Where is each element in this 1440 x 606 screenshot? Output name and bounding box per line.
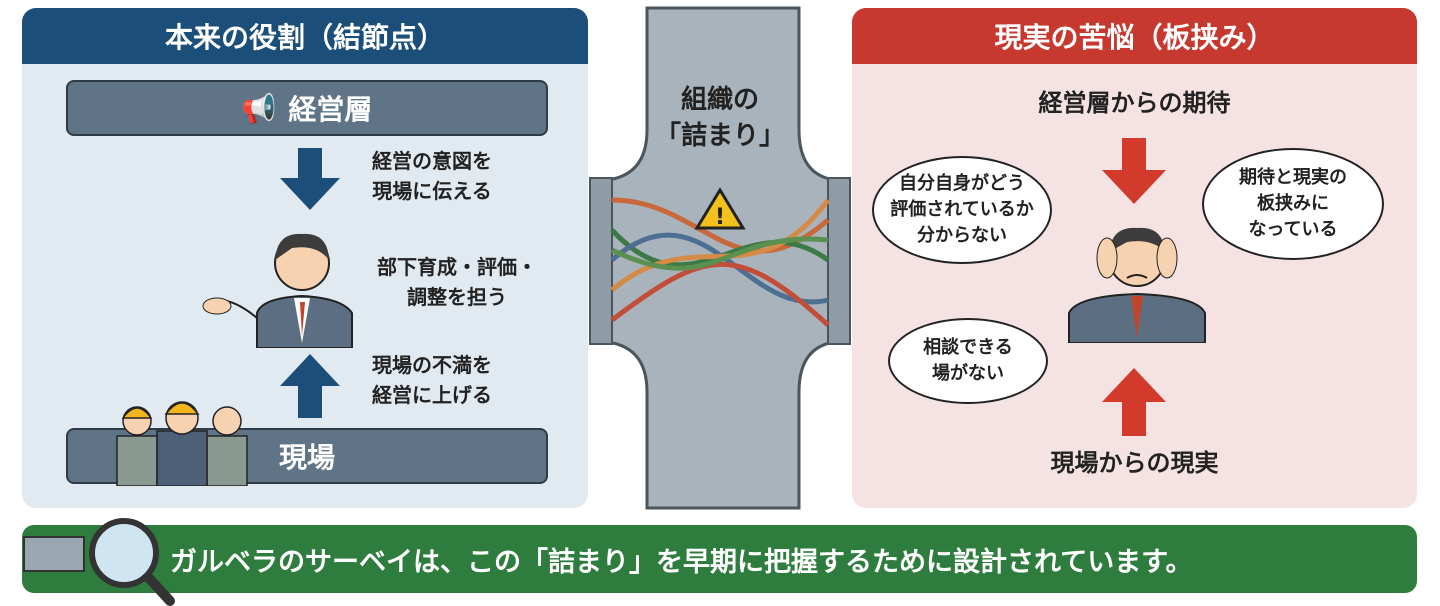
panel-title: 現実の苦悩（板挟み） (852, 8, 1417, 64)
text-line: 板挟みに (1257, 193, 1329, 214)
text-line: 経営の意図を (372, 149, 492, 173)
clog-title-line: 「詰まり」 (655, 121, 786, 151)
text-line: 相談できる (923, 337, 1013, 358)
reality-panel: 現実の苦悩（板挟み） 経営層からの期待 自分自身がどう評価されているか分からない… (852, 8, 1417, 508)
thought-cloud: 相談できる場がない (888, 318, 1048, 404)
megaphone-icon: 📢 (241, 91, 277, 125)
expectation-label: 経営層からの期待 (1038, 89, 1231, 117)
panel-title: 本来の役割（結節点） (22, 8, 588, 64)
magnifier-icon (23, 518, 175, 606)
clog-title-line: 組織の (680, 85, 759, 115)
text-line: なっている (1248, 219, 1338, 240)
up-text: 現場の不満を経営に上げる (352, 350, 512, 410)
middle-text: 部下育成・評価・調整を担う (362, 252, 552, 312)
text-line: 評価されているか (890, 199, 1034, 220)
text-line: 経営に上げる (372, 383, 492, 407)
text-line: 調整を担う (407, 285, 507, 309)
text-line: 期待と現実の (1239, 167, 1347, 188)
down-text: 経営の意図を現場に伝える (352, 146, 512, 206)
footer-text: ガルベラのサーベイは、この「詰まり」を早期に把握するために設計されています。 (170, 546, 1193, 578)
clog-title: 組織の 「詰まり」 (655, 82, 785, 154)
text-line: 分からない (917, 225, 1007, 246)
thought-cloud: 期待と現実の板挟みになっている (1202, 148, 1384, 260)
warning-icon (694, 187, 746, 230)
pipe-illustration: ! (589, 6, 851, 510)
text-line: 部下育成・評価・ (377, 255, 537, 279)
reality-label: 現場からの現実 (1050, 449, 1219, 477)
text-line: 現場に伝える (372, 179, 492, 203)
arrow-down-icon (1102, 138, 1166, 204)
management-bar: 📢 経営層 (66, 80, 548, 136)
stressed-manager-figure (1068, 227, 1206, 343)
text-line: 自分自身がどう (899, 173, 1025, 194)
footer-banner: ガルベラのサーベイは、この「詰まり」を早期に把握するために設計されています。 (22, 525, 1417, 593)
arrow-up-icon (280, 354, 340, 418)
text-line: 場がない (931, 363, 1004, 384)
text-line: 現場の不満を (372, 353, 492, 377)
arrow-down-icon (280, 148, 340, 210)
management-label: 経営層 (288, 93, 373, 126)
svg-text:!: ! (715, 205, 725, 230)
workers-icon (116, 401, 248, 486)
field-label: 現場 (278, 441, 335, 474)
thought-cloud: 自分自身がどう評価されているか分からない (872, 156, 1052, 264)
arrow-up-icon (1102, 368, 1166, 436)
ideal-role-panel: 本来の役割（結節点） 📢 経営層 経営の意図を現場に伝える 部下育成・評価・調整… (22, 8, 588, 508)
manager-figure (202, 233, 353, 348)
